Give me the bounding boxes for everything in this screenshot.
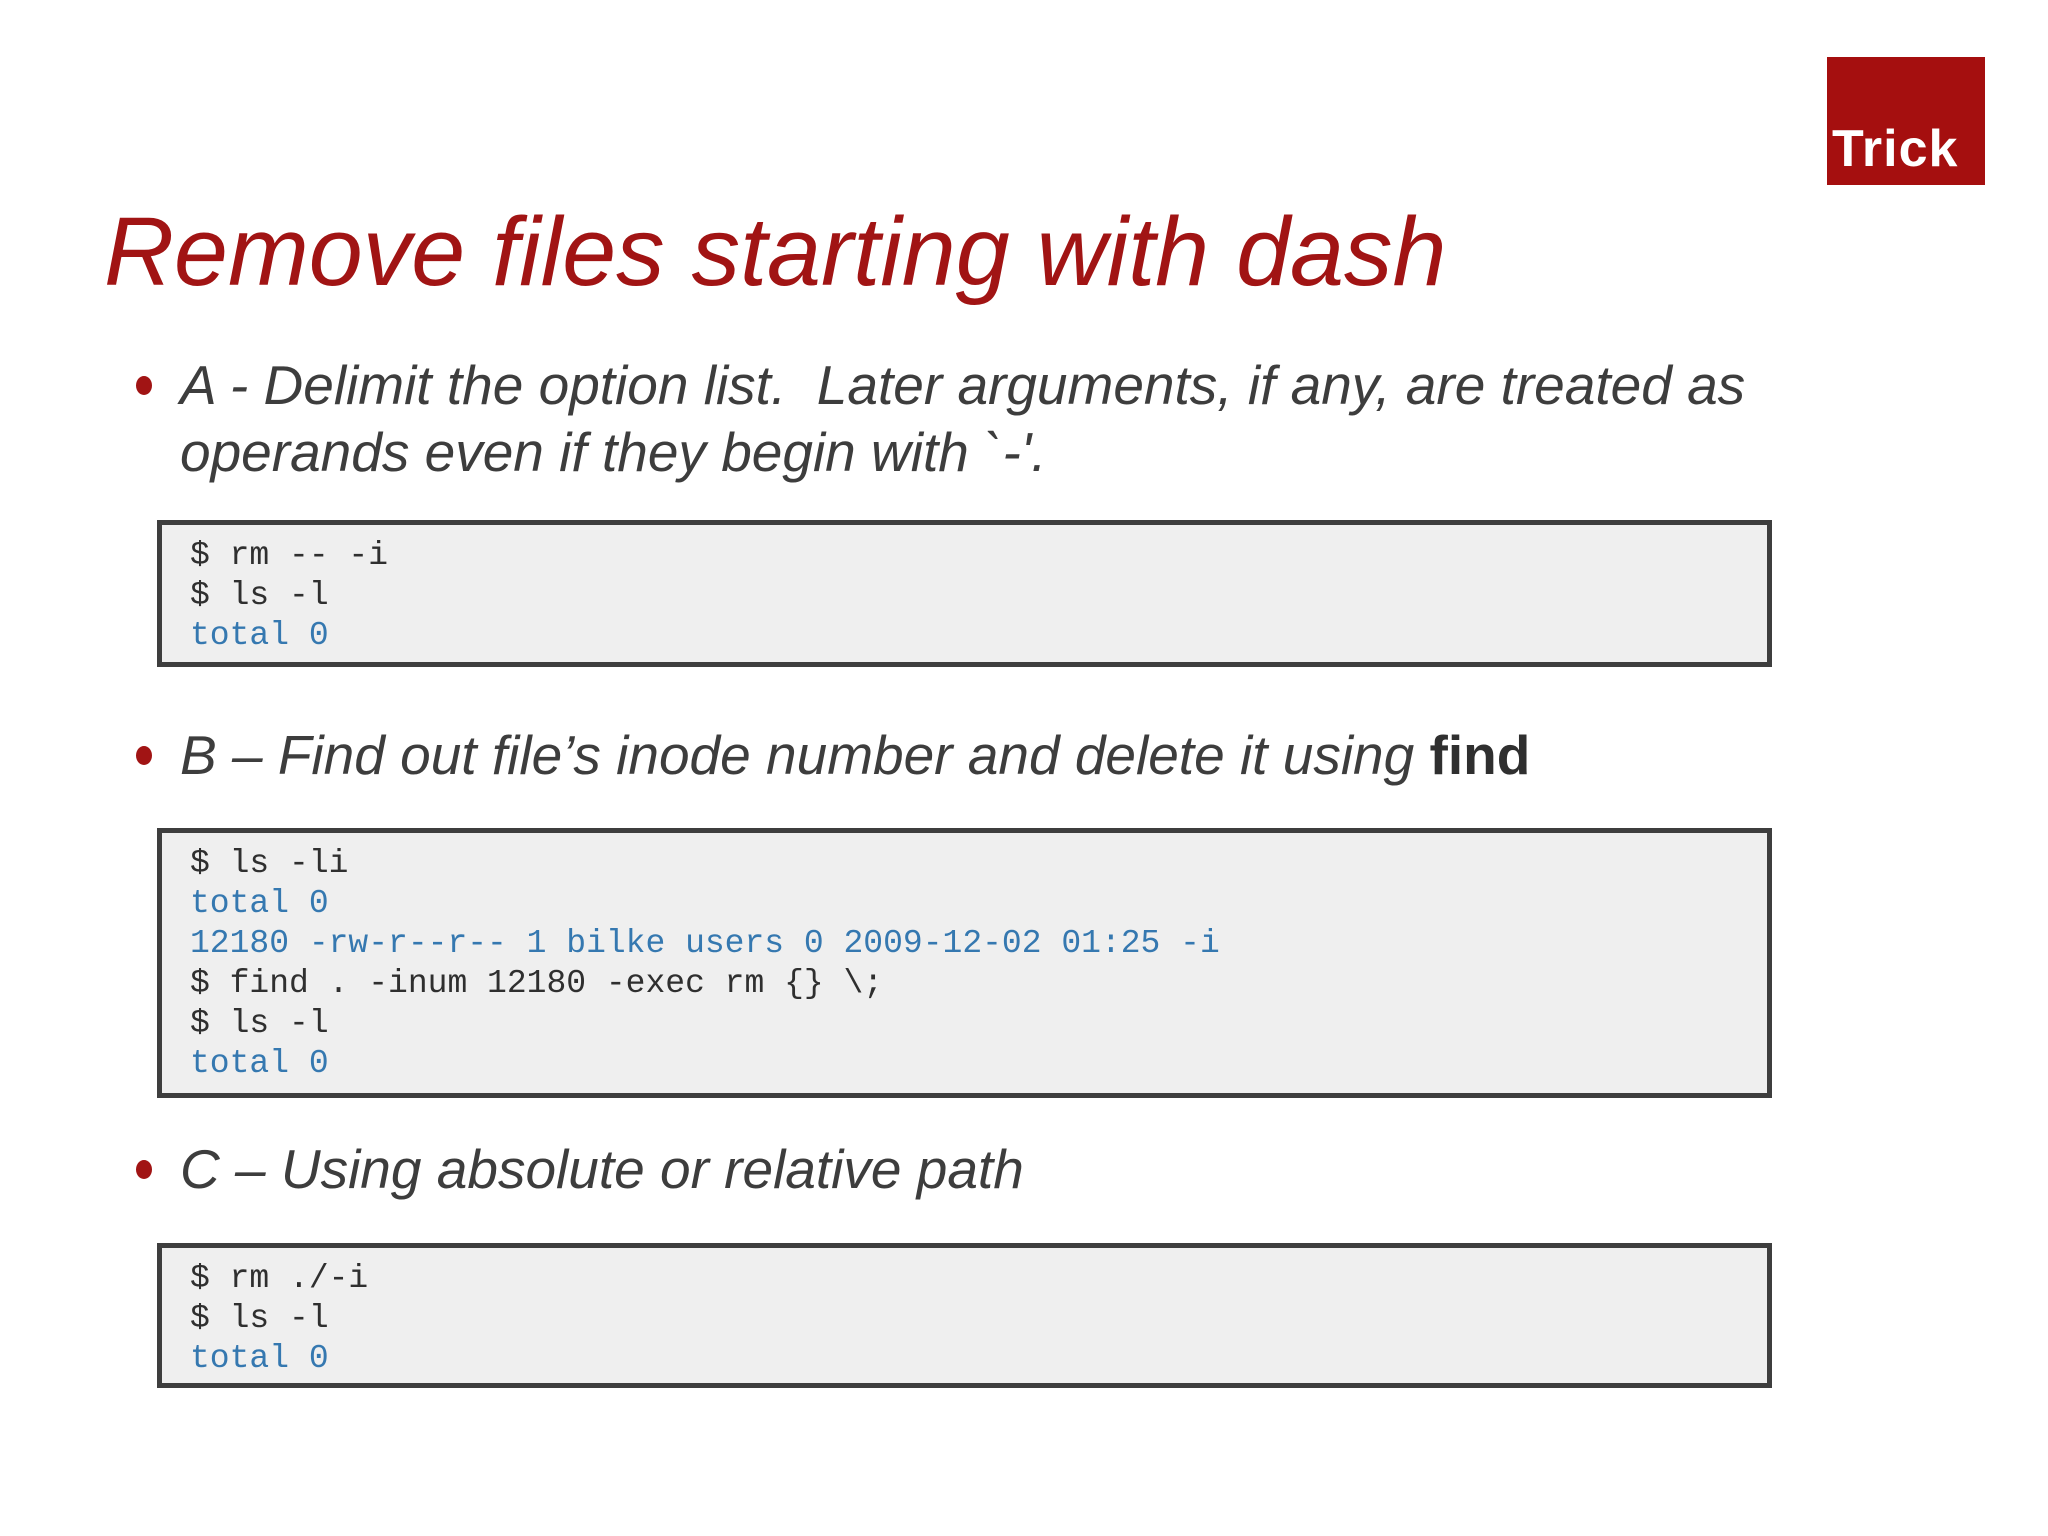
code-line-command: $ ls -l [190,577,329,614]
bullet-b-text-main: B – Find out file’s inode number and del… [180,724,1430,786]
code-line-output: total 0 [190,1340,329,1377]
code-line-command: $ rm -- -i [190,537,389,574]
bullet-item-a: A - Delimit the option list. Later argum… [134,352,1754,486]
code-line-command: $ ls -li [190,845,349,882]
bullet-dot-icon [136,746,152,765]
code-line-output: 12180 -rw-r--r-- 1 bilke users 0 2009-12… [190,925,1220,962]
trick-badge: Trick [1827,57,1985,185]
bullet-dot-icon [136,376,152,395]
page-title: Remove files starting with dash [104,197,1447,306]
bullet-c-text-main: C – Using absolute or relative path [180,1138,1024,1200]
bullet-item-c: C – Using absolute or relative path [134,1136,1754,1203]
bullet-dot-icon [136,1160,152,1179]
code-line-command: $ rm ./-i [190,1260,369,1297]
code-line-output: total 0 [190,1045,329,1082]
bullet-c-text: C – Using absolute or relative path [180,1136,1754,1203]
code-line-command: $ find . -inum 12180 -exec rm {} \; [190,965,884,1002]
code-line-command: $ ls -l [190,1300,329,1337]
code-line-output: total 0 [190,617,329,654]
bullet-b-text-bold: find [1429,724,1531,786]
bullet-b-text: B – Find out file’s inode number and del… [180,722,1754,789]
bullet-item-b: B – Find out file’s inode number and del… [134,722,1754,789]
bullet-a-text: A - Delimit the option list. Later argum… [180,352,1754,486]
trick-badge-label: Trick [1832,120,1959,178]
code-line-command: $ ls -l [190,1005,329,1042]
bullet-a-text-main: A - Delimit the option list. Later argum… [180,354,1761,483]
code-line-output: total 0 [190,885,329,922]
